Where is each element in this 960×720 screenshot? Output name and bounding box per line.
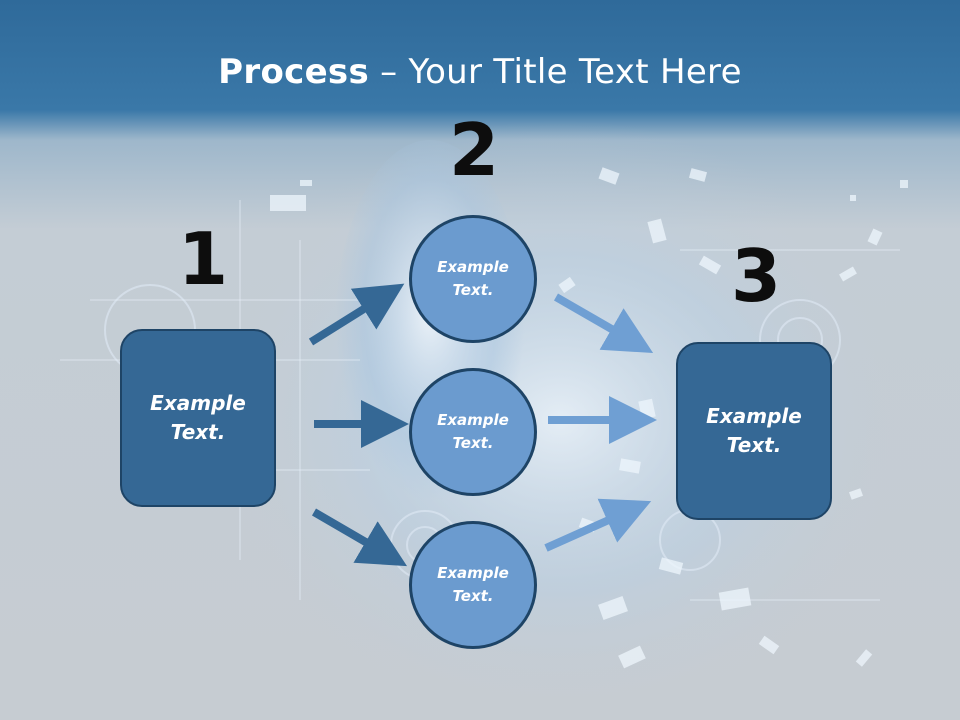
slide-title: Process – Your Title Text Here xyxy=(0,52,960,92)
circle-bottom-label: Example Text. xyxy=(437,564,509,605)
step-2-circle-top[interactable]: Example Text. xyxy=(409,215,537,343)
arrow-circle-top-to-3 xyxy=(554,293,654,353)
step-number-3: 3 xyxy=(731,234,782,318)
arrow-circle-bottom-to-3 xyxy=(544,498,652,552)
step-number-2: 2 xyxy=(449,108,500,192)
step-3-label: Example Text. xyxy=(706,404,802,457)
arrow-1-to-circle-top xyxy=(308,283,405,346)
step-number-1: 1 xyxy=(178,217,229,301)
title-bold: Process xyxy=(218,52,370,92)
arrow-1-to-circle-bottom xyxy=(311,508,408,567)
step-2-circle-middle[interactable]: Example Text. xyxy=(409,368,537,496)
circle-middle-label: Example Text. xyxy=(437,411,509,452)
step-3-box[interactable]: Example Text. xyxy=(676,342,832,520)
title-rest: – Your Title Text Here xyxy=(369,52,742,92)
step-2-circle-bottom[interactable]: Example Text. xyxy=(409,521,537,649)
circle-top-label: Example Text. xyxy=(437,258,509,299)
step-1-label: Example Text. xyxy=(150,391,246,444)
step-1-box[interactable]: Example Text. xyxy=(120,329,276,507)
